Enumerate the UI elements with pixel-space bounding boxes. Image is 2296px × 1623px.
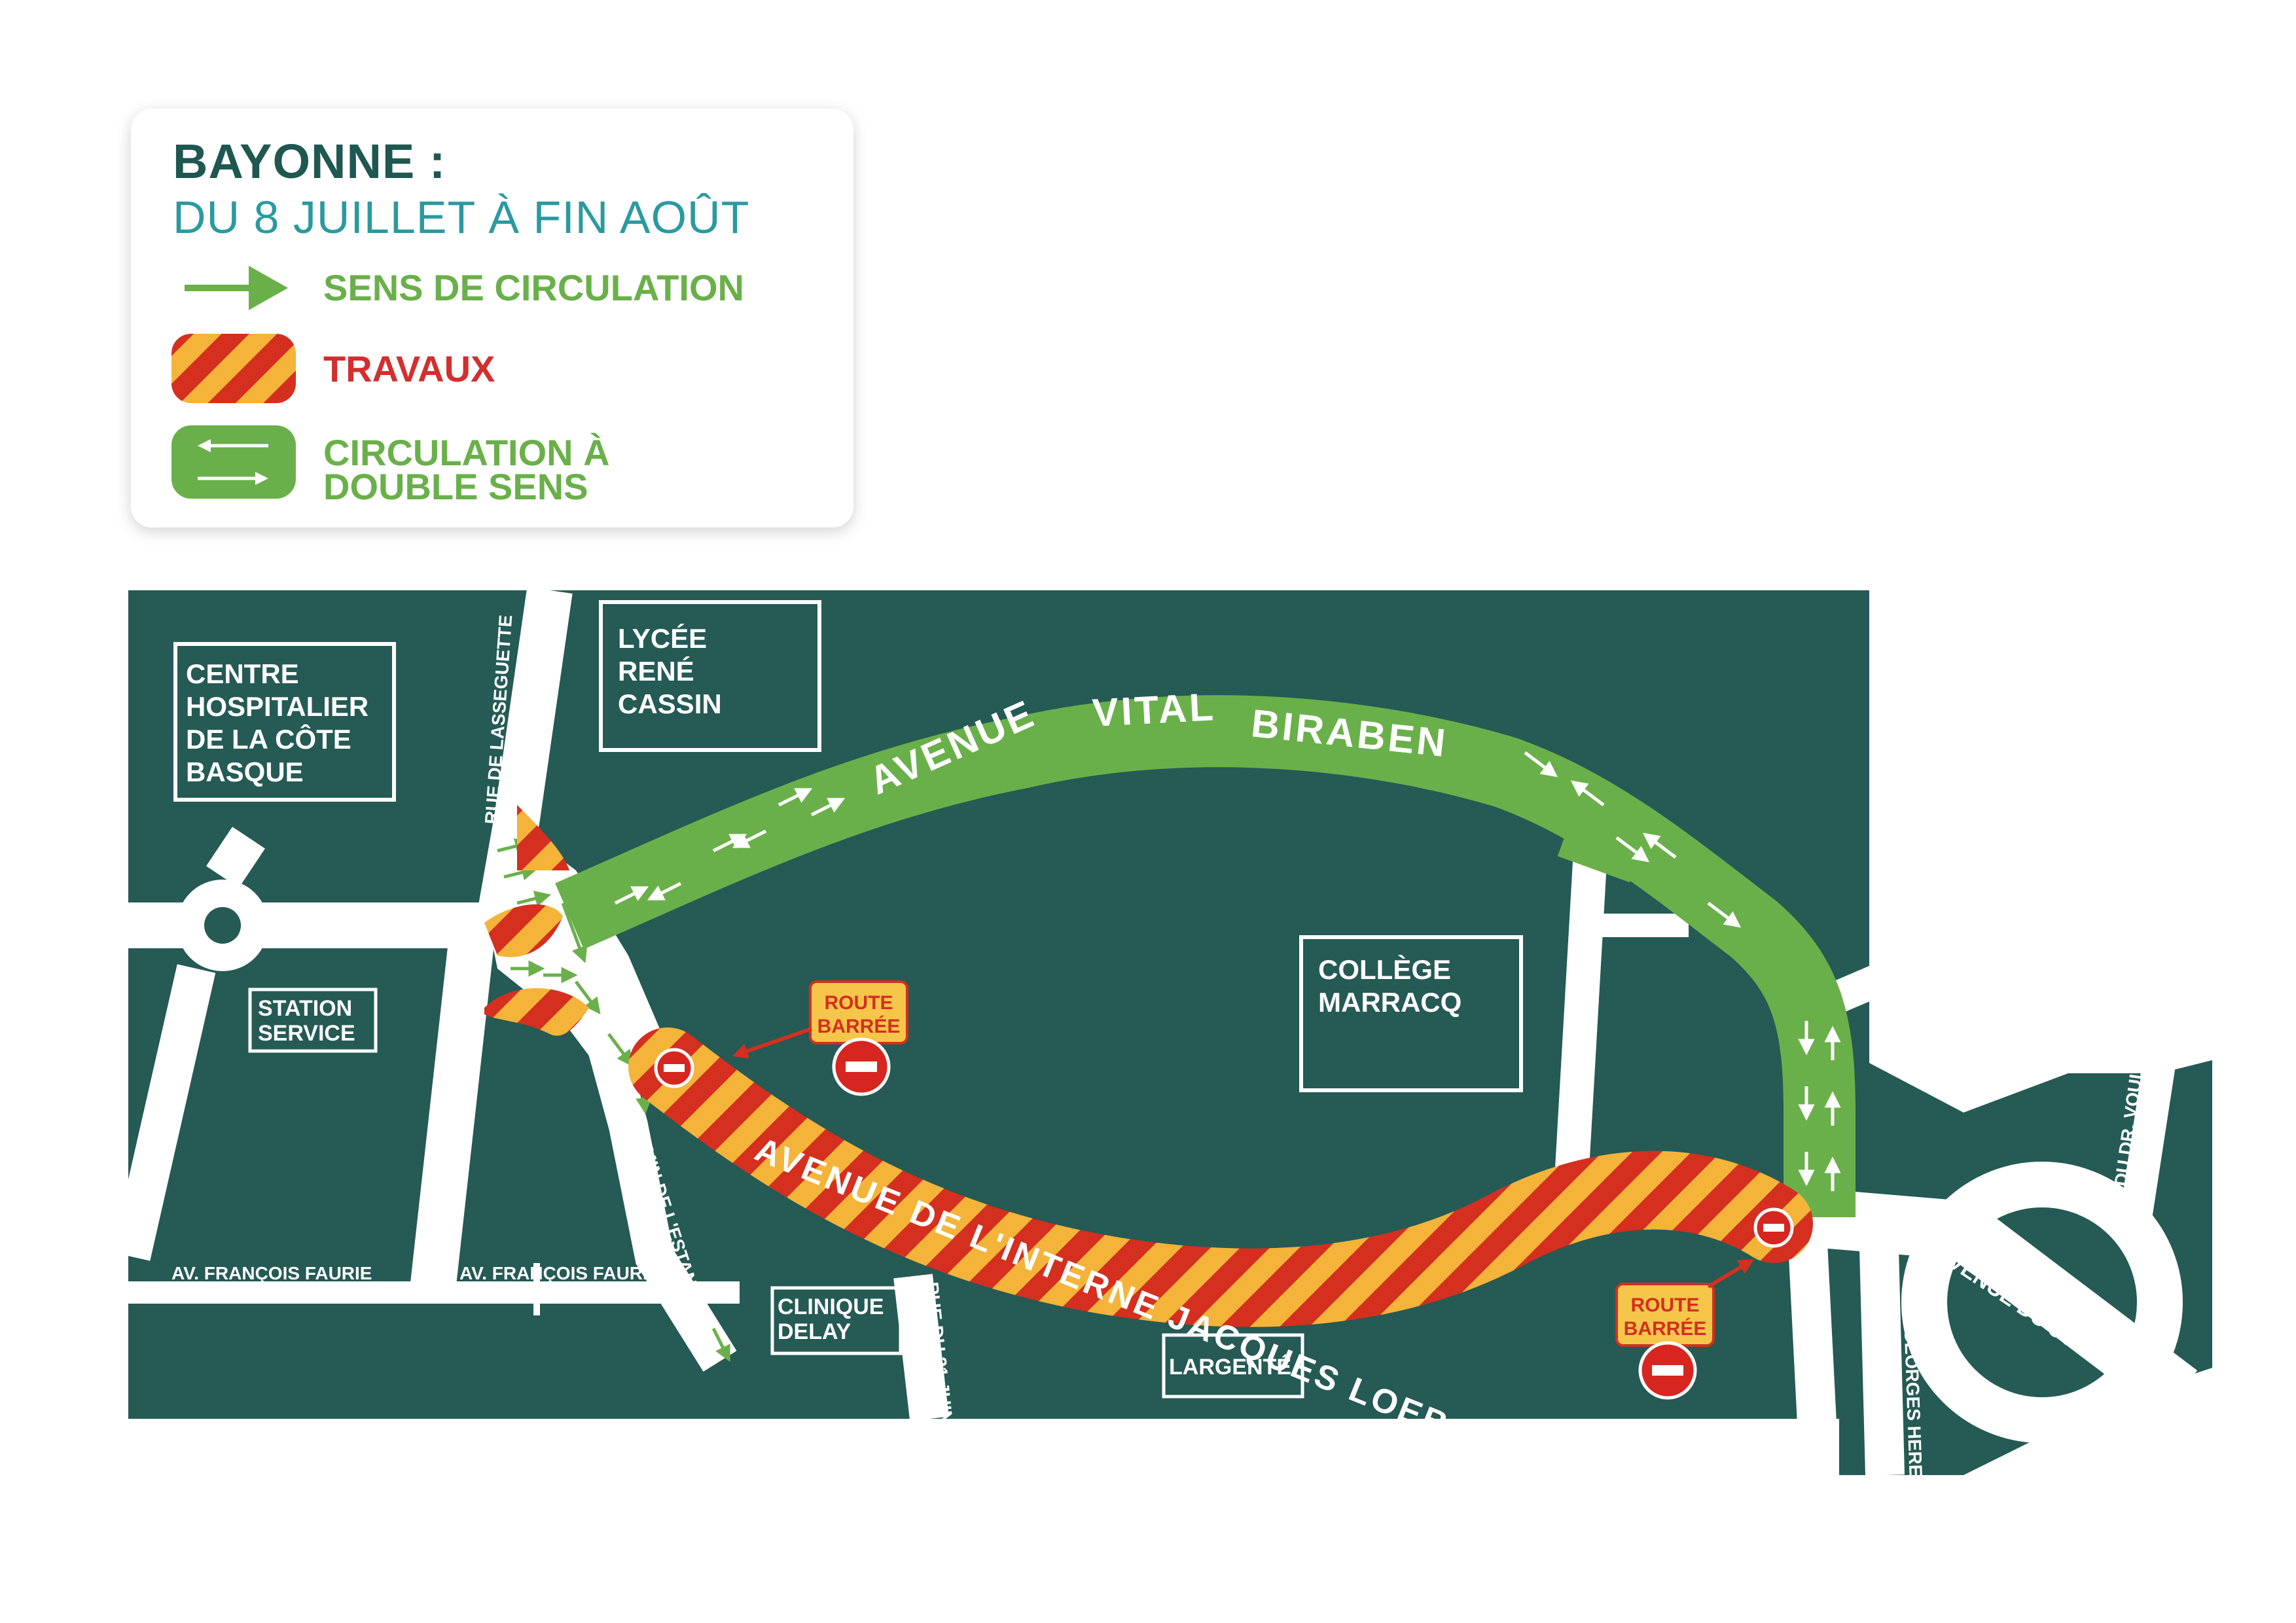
- no-entry-sign-west: [654, 1048, 694, 1088]
- two-way-arrows-biraben: [614, 751, 1841, 1191]
- route-barree-west-line1: ROUTE: [825, 992, 893, 1014]
- two-way-traffic-icon: [171, 425, 296, 499]
- station-label-2: SERVICE: [258, 1021, 355, 1046]
- lycee-label-1: LYCÉE: [618, 623, 707, 654]
- route-barree-west-line2: BARRÉE: [817, 1015, 901, 1037]
- building-labels: CENTRE HOSPITALIER DE LA CÔTE BASQUE LYC…: [186, 623, 1462, 1380]
- largente-outline: [1162, 1333, 1304, 1399]
- hospital-label-3: DE LA CÔTE: [186, 723, 351, 755]
- map-subtitle: DU 8 JUILLET À FIN AOÛT: [173, 192, 750, 243]
- legend-label-two-way-line1: CIRCULATION À: [323, 432, 610, 473]
- lycee-label-2: RENÉ: [618, 656, 694, 687]
- route-barree-east-line1: ROUTE: [1631, 1294, 1700, 1316]
- legend-label-works: TRAVAUX: [323, 348, 495, 389]
- henri-zo-label: RUE HENRI ZO: [1795, 1283, 1815, 1414]
- works-zone-south: [484, 988, 589, 1036]
- station-outline: [248, 988, 378, 1053]
- biraben-junction-spur: [1557, 819, 1643, 883]
- roundabout-west-island: [204, 907, 241, 944]
- legend-label-traffic-direction: SENS DE CIRCULATION: [323, 267, 744, 308]
- station-label-1: STATION: [258, 996, 352, 1021]
- college-outline: [1299, 935, 1523, 1092]
- no-entry-sign-east: [1753, 1207, 1794, 1248]
- hospital-outline: [173, 642, 396, 802]
- clinique-label-1: CLINIQUE: [778, 1294, 884, 1319]
- faurie-label-east: AV. FRANÇOIS FAURIE: [459, 1263, 660, 1283]
- traffic-direction-arrows: [497, 838, 730, 1363]
- map-title: BAYONNE :: [173, 134, 446, 188]
- hospital-label-1: CENTRE: [186, 658, 299, 689]
- route-barree-east-line2: BARRÉE: [1624, 1317, 1707, 1340]
- vital-label-2: VITAL: [1091, 685, 1217, 735]
- works-zone-mid: [484, 904, 563, 957]
- lycee-label-3: CASSIN: [618, 688, 722, 719]
- faurie-label-west: AV. FRANÇOIS FAURIE: [171, 1263, 372, 1283]
- clinique-outline: [770, 1286, 903, 1355]
- college-label-2: MARRACQ: [1318, 987, 1462, 1018]
- hospital-label-2: HOSPITALIER: [186, 691, 368, 722]
- roundabout-east-ring: [1901, 1162, 2183, 1443]
- hazard-stripes-icon: [171, 334, 296, 403]
- avenue-interne-loeb-works: [628, 1027, 1813, 1327]
- largente-label: LARGENTÉ: [1169, 1355, 1291, 1380]
- lycee-outline: [599, 600, 821, 752]
- route-barree-sign-west: ROUTE BARRÉE: [732, 980, 908, 1096]
- route-barree-sign-east: ROUTE BARRÉE: [1615, 1258, 1755, 1400]
- college-label-1: COLLÈGE: [1318, 954, 1451, 985]
- clinique-label-2: DELAY: [778, 1319, 851, 1344]
- legend-label-two-way-line2: DOUBLE SENS: [323, 466, 588, 507]
- hospital-label-4: BASQUE: [186, 757, 304, 787]
- green-arrow-icon: [185, 266, 288, 310]
- works-zone-north: [517, 805, 569, 870]
